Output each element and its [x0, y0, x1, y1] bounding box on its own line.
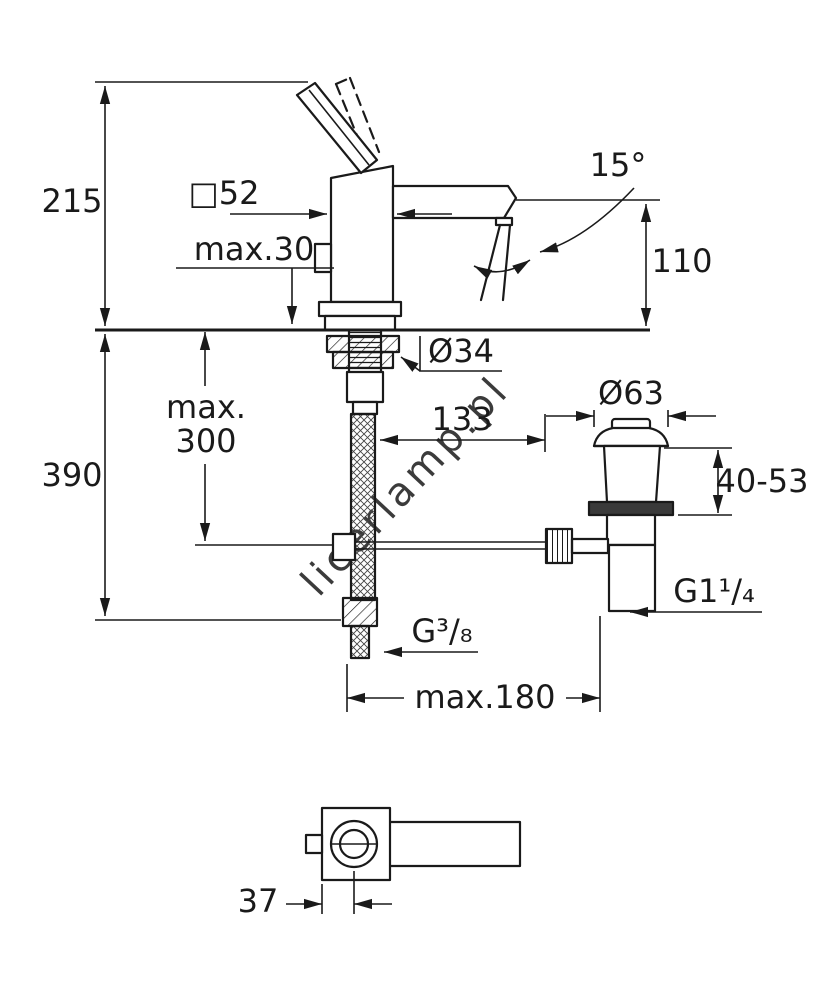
spout: [391, 184, 518, 220]
label-waste-flange-diameter: Ø63: [598, 374, 664, 412]
hose-tail: [349, 624, 371, 660]
label-waste-clamp-range: 40-53: [716, 462, 809, 500]
faucet-top-view: [304, 806, 522, 882]
label-deck-thickness: max.30: [194, 230, 315, 268]
label-below-deck-height: 390: [41, 456, 102, 494]
label-center-distance: 133: [431, 400, 492, 438]
handle-raised-dashed-line: [348, 76, 381, 154]
label-hose-length-max: max.: [166, 388, 246, 426]
handle-raised-dashed-cap: [334, 76, 352, 86]
mounting-washer: [325, 334, 401, 354]
base-plate-upper: [317, 300, 403, 318]
mounting-nut: [331, 350, 395, 370]
hose-connector-step: [351, 400, 379, 416]
side-knob: [313, 242, 333, 274]
dimension-lines: [95, 81, 762, 914]
waste-flange: [592, 426, 670, 448]
label-hose-length-value: 300: [175, 422, 236, 460]
top-view-tab: [304, 833, 324, 855]
knurled-knob: [544, 527, 574, 565]
waste-pipe: [607, 543, 657, 613]
label-max-reach: max.180: [415, 678, 556, 716]
hose-end-nut: [341, 596, 379, 628]
label-waste-thread: G1¹/₄: [673, 572, 755, 610]
label-handle-offset: 37: [238, 882, 279, 920]
aerator: [494, 216, 514, 227]
dimension-labels: 215 390 max.30 □52 15° 110 max. 300 Ø34 …: [41, 146, 808, 920]
label-body-width: □52: [189, 174, 260, 212]
handle-raised-dashed-line: [334, 82, 369, 162]
pop-up-waste-assembly: [544, 417, 675, 613]
faucet-body: [329, 164, 395, 304]
waste-seal-band: [587, 500, 675, 517]
under-counter-assembly: [325, 328, 546, 660]
label-total-height: 215: [41, 182, 102, 220]
label-supply-thread: G³/₈: [411, 612, 472, 650]
angle-arc: [473, 259, 531, 280]
waste-upper-body: [602, 444, 662, 504]
flexible-hose: [349, 412, 377, 602]
base-plate-lower: [323, 314, 397, 332]
label-spout-angle: 15°: [590, 146, 647, 184]
hose-connector: [345, 370, 385, 404]
dia34-leader: [400, 356, 421, 372]
waste-mid-body: [605, 513, 657, 547]
lever-handle-edge: [308, 89, 370, 166]
rod-stem: [570, 537, 610, 555]
label-shank-diameter: Ø34: [428, 332, 494, 370]
label-spout-height: 110: [651, 242, 712, 280]
pop-up-rod-clamp: [331, 532, 357, 562]
angle-leader: [539, 187, 635, 253]
